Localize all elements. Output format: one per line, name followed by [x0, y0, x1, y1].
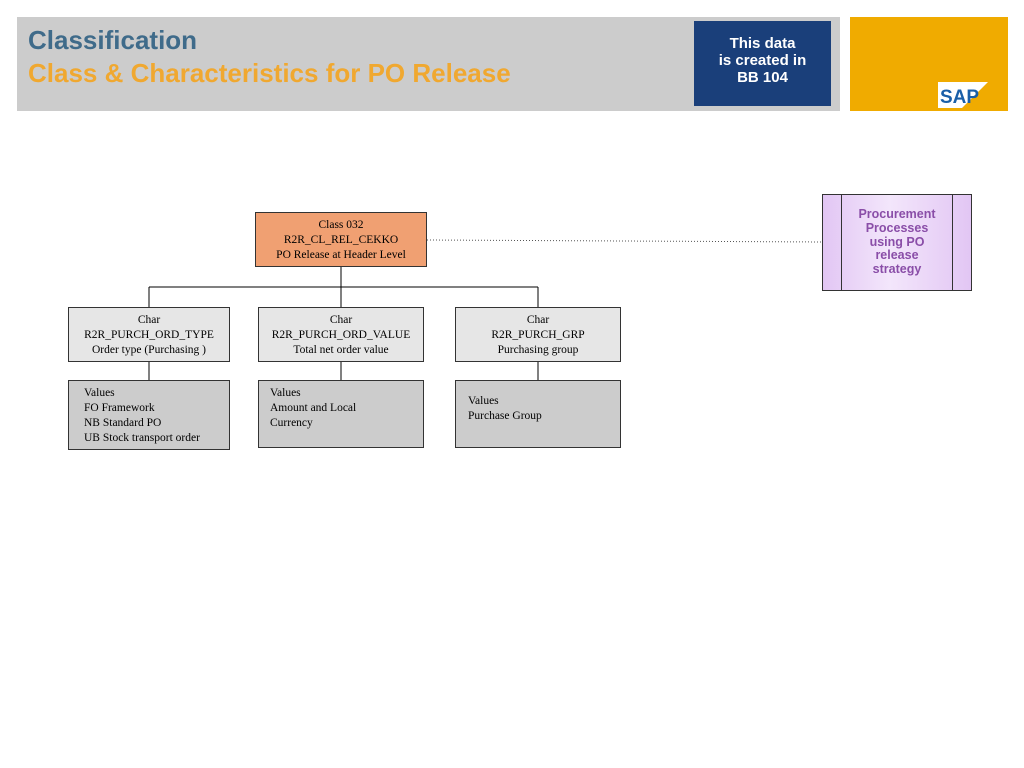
- data-source-note: This data is created in BB 104: [694, 21, 831, 106]
- char-label: Char: [526, 314, 550, 326]
- values-line: Currency: [270, 417, 313, 429]
- char-label: Char: [329, 314, 353, 326]
- values-line: UB Stock transport order: [84, 432, 200, 444]
- process-line: using PO: [869, 234, 925, 249]
- values-line: Purchase Group: [468, 410, 542, 422]
- sap-logo: SAP: [938, 82, 988, 108]
- char-description: Total net order value: [293, 344, 389, 356]
- process-box-right-bar: [952, 195, 953, 290]
- values-line: FO Framework: [84, 402, 155, 414]
- char-box-order-type: Char R2R_PURCH_ORD_TYPE Order type (Purc…: [68, 307, 230, 362]
- char-description: Order type (Purchasing ): [91, 344, 206, 356]
- values-box-order-value: Values Amount and Local Currency: [258, 380, 424, 448]
- char-name: R2R_PURCH_ORD_VALUE: [271, 329, 411, 341]
- class-description: PO Release at Header Level: [276, 249, 406, 261]
- char-name: R2R_PURCH_ORD_TYPE: [84, 329, 214, 341]
- process-line: Procurement: [858, 207, 936, 221]
- process-line: strategy: [872, 262, 922, 277]
- logo-band: [850, 17, 1008, 111]
- values-line: Amount and Local: [270, 402, 357, 414]
- process-line: release: [875, 248, 919, 263]
- process-box-text: Procurement Processes using PO release s…: [842, 207, 952, 277]
- values-box-order-type: Values FO Framework NB Standard PO UB St…: [68, 380, 230, 450]
- note-line: BB 104: [737, 69, 788, 86]
- process-line: Processes: [865, 220, 929, 235]
- process-box: Procurement Processes using PO release s…: [822, 194, 972, 291]
- char-description: Purchasing group: [497, 344, 579, 356]
- values-line: Values: [270, 387, 301, 399]
- logo-text: SAP: [940, 87, 979, 108]
- values-line: Values: [84, 387, 115, 399]
- char-box-purchasing-group: Char R2R_PURCH_GRP Purchasing group: [455, 307, 621, 362]
- values-line: Values: [468, 395, 499, 407]
- char-box-order-value: Char R2R_PURCH_ORD_VALUE Total net order…: [258, 307, 424, 362]
- process-box-left-bar: [841, 195, 842, 290]
- note-line: This data: [729, 35, 796, 52]
- values-line: NB Standard PO: [84, 417, 162, 429]
- page-subtitle: Class & Characteristics for PO Release: [28, 58, 511, 88]
- class-box: Class 032 R2R_CL_REL_CEKKO PO Release at…: [255, 212, 427, 267]
- class-label: Class 032: [318, 219, 364, 231]
- class-name: R2R_CL_REL_CEKKO: [283, 234, 399, 246]
- note-line: is created in: [718, 52, 807, 69]
- values-box-purchasing-group: Values Purchase Group: [455, 380, 621, 448]
- char-label: Char: [137, 314, 161, 326]
- page-title: Classification: [28, 25, 198, 55]
- char-name: R2R_PURCH_GRP: [491, 329, 585, 341]
